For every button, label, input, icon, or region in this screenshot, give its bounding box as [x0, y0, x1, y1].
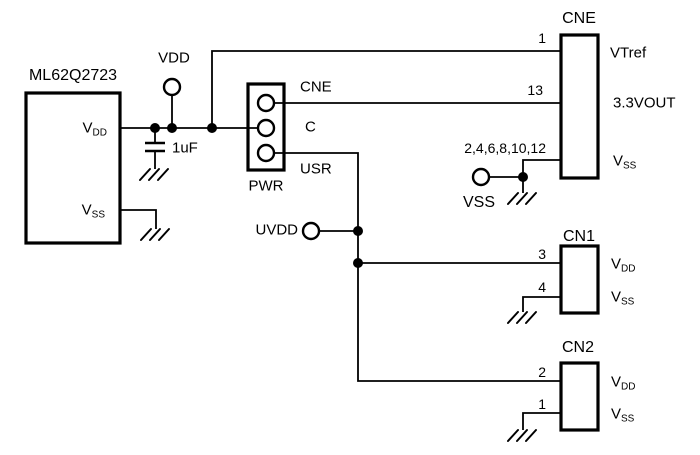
ground-symbol-cap — [139, 168, 169, 181]
cn2-connector-box — [559, 361, 600, 432]
chip-title: ML62Q2723 — [28, 67, 118, 84]
pwr-pin-label-cne: CNE — [300, 78, 332, 96]
cn1-connector-title: CN1 — [562, 228, 596, 245]
cn1-vdd-signal: VDD — [611, 255, 636, 275]
vdd-terminal-circle — [162, 77, 182, 97]
uvdd-terminal-circle — [301, 221, 321, 241]
cn1-vss-signal-sub: SS — [621, 296, 635, 308]
terminals — [162, 77, 491, 241]
chip-box — [24, 91, 122, 245]
pwr-pin-circle-usr — [256, 143, 276, 163]
chip-pin-vss-label: VSS — [81, 201, 105, 221]
cn1-pin3-number: 3 — [538, 246, 546, 262]
cn1-vss-signal: VSS — [611, 288, 635, 308]
cn2-vdd-signal-main: V — [611, 373, 622, 391]
uvdd-terminal-label: UVDD — [255, 221, 298, 239]
cne-vss-pin-numbers: 2,4,6,8,10,12 — [464, 140, 546, 156]
cn2-vss-signal-sub: SS — [621, 413, 635, 425]
cn1-vdd-signal-sub: DD — [621, 263, 636, 275]
chip-pin-vss-sub: SS — [91, 209, 105, 221]
cn2-vss-signal-main: V — [611, 405, 622, 423]
junction-dot — [353, 226, 363, 236]
cn2-vdd-signal-sub: DD — [621, 381, 636, 393]
wire-chip-vss — [120, 209, 157, 229]
capacitor-value-label: 1uF — [172, 139, 198, 157]
junction-dot — [353, 258, 363, 268]
cne-connector-box — [559, 33, 600, 180]
cne-vss-signal: VSS — [613, 152, 637, 172]
chip-pin-vdd-label: VDD — [82, 119, 107, 139]
pwr-connector-name: PWR — [248, 177, 284, 195]
chip-pin-vdd-main: V — [82, 119, 93, 137]
cne-vss-signal-sub: SS — [623, 160, 637, 172]
junction-dot — [518, 172, 528, 182]
cn2-vdd-signal: VDD — [611, 373, 636, 393]
ground-symbol-cn2-vss — [507, 429, 537, 442]
pwr-pin-label-usr: USR — [300, 160, 332, 178]
junction-dot — [167, 123, 177, 133]
wires — [120, 50, 561, 430]
junction-dot — [207, 123, 217, 133]
cne-pin13-signal: 3.3VOUT — [613, 94, 676, 112]
cn2-vss-signal: VSS — [611, 405, 635, 425]
pwr-pin-circle-cne — [256, 93, 276, 113]
wire-usr-trunk — [273, 152, 561, 382]
ground-symbol-chip-vss — [140, 228, 170, 241]
pwr-connector-box — [246, 82, 286, 172]
cne-vss-signal-main: V — [613, 152, 624, 170]
cne-pin13-number: 13 — [527, 82, 543, 98]
wire-cne-vss-pin — [522, 159, 561, 177]
chip-pin-vss-main: V — [81, 201, 92, 219]
cn1-connector-box — [559, 244, 600, 315]
capacitor — [145, 141, 165, 153]
cne-pin1-signal: VTref — [610, 44, 647, 62]
vss-terminal-circle — [471, 167, 491, 187]
junction-dot — [150, 123, 160, 133]
cn2-connector-title: CN2 — [561, 339, 595, 356]
cn1-vdd-signal-main: V — [611, 255, 622, 273]
cne-pin1-number: 1 — [538, 30, 546, 46]
cn1-pin4-number: 4 — [538, 279, 546, 295]
wire-vtref — [211, 50, 561, 128]
cn2-pin2-number: 2 — [538, 364, 546, 380]
cne-connector-title: CNE — [562, 10, 596, 27]
vss-terminal-label: VSS — [462, 194, 496, 211]
wire-cn1-vss — [522, 296, 561, 312]
junction-dots — [150, 123, 528, 268]
cn1-vss-signal-main: V — [611, 288, 622, 306]
chip-pin-vdd-sub: DD — [92, 127, 107, 139]
pwr-pin-label-c: C — [305, 118, 316, 136]
ground-symbol-cne-vss — [507, 192, 537, 205]
cn2-pin1-number: 1 — [538, 396, 546, 412]
wire-cn2-vss — [522, 412, 561, 430]
ground-symbol-cn1-vss — [507, 311, 537, 324]
vdd-terminal-label: VDD — [158, 49, 190, 67]
pwr-pin-circle-c — [256, 118, 276, 138]
